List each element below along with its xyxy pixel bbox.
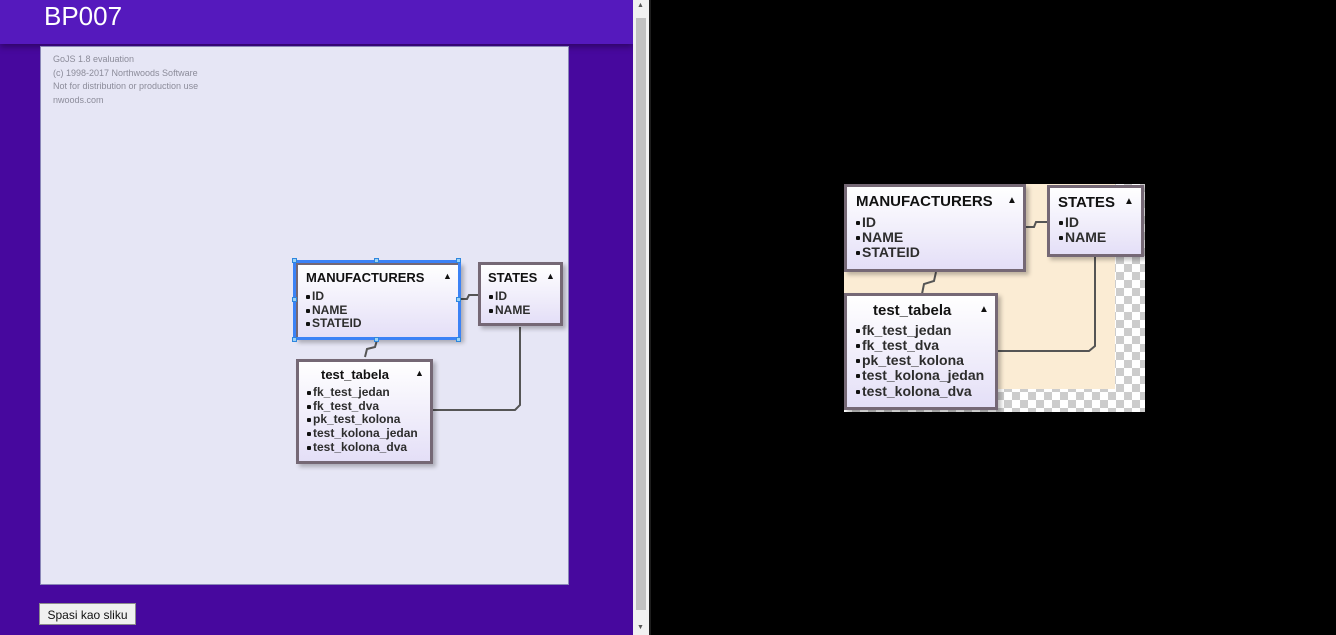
resize-handle[interactable] (456, 337, 461, 342)
link-manufacturers-test-tabela (364, 339, 378, 358)
field-row: pk_test_kolona (307, 412, 400, 426)
field-row: ID (856, 214, 876, 230)
preview-link-manufacturers-test-tabela (921, 271, 937, 295)
table-node-test-tabela[interactable]: test_tabela ▲ fk_test_jedan fk_test_dva … (296, 359, 433, 464)
field-row: fk_test_jedan (307, 385, 390, 399)
triangle-up-icon: ▲ (1007, 195, 1017, 206)
field-row: ID (1059, 214, 1079, 230)
field-row: fk_test_dva (856, 337, 939, 353)
table-title: STATES (1058, 194, 1115, 211)
diagram-image-preview: MANUFACTURERS ▲ ID NAME STATEID STATES ▲… (844, 184, 1145, 412)
preview-link-states-test-tabela (997, 257, 1096, 352)
selection-box (293, 260, 461, 340)
scroll-up-icon[interactable]: ▲ (637, 2, 644, 9)
table-node-manufacturers[interactable]: MANUFACTURERS ▲ ID NAME STATEID (295, 262, 461, 340)
link-manufacturers-states (459, 294, 478, 300)
app-title: BP007 (44, 1, 123, 31)
field-row: STATEID (306, 316, 362, 330)
resize-handle[interactable] (292, 337, 297, 342)
diagram-canvas[interactable]: GoJS 1.8 evaluation (c) 1998-2017 Northw… (40, 46, 569, 585)
watermark-line: nwoods.com (53, 94, 104, 105)
field-row: test_kolona_jedan (307, 426, 418, 440)
field-row: test_kolona_jedan (856, 367, 984, 383)
triangle-up-icon[interactable]: ▲ (443, 271, 452, 281)
field-row: ID (489, 289, 507, 303)
vertical-scrollbar[interactable]: ▲ ▼ (633, 0, 649, 635)
table-node-states[interactable]: STATES ▲ ID NAME (478, 262, 563, 326)
field-row: NAME (489, 303, 530, 317)
field-row: pk_test_kolona (856, 352, 964, 368)
field-row: STATEID (856, 244, 920, 260)
scroll-down-icon[interactable]: ▼ (637, 624, 644, 631)
watermark-line: (c) 1998-2017 Northwoods Software (53, 67, 198, 78)
field-row: NAME (1059, 229, 1106, 245)
resize-handle[interactable] (374, 337, 379, 342)
field-row: test_kolona_dva (307, 440, 407, 454)
resize-handle[interactable] (456, 297, 461, 302)
table-title: MANUFACTURERS (856, 193, 993, 210)
field-row: test_kolona_dva (856, 383, 972, 399)
scrollbar-thumb[interactable] (636, 18, 646, 610)
table-title: MANUFACTURERS (306, 270, 425, 285)
preview-table-node-states: STATES ▲ ID NAME (1047, 185, 1144, 257)
triangle-up-icon[interactable]: ▲ (415, 368, 424, 378)
preview-table-node-manufacturers: MANUFACTURERS ▲ ID NAME STATEID (844, 184, 1026, 272)
field-row: ID (306, 289, 324, 303)
field-row: fk_test_dva (307, 399, 379, 413)
resize-handle[interactable] (374, 258, 379, 263)
field-row: NAME (856, 229, 903, 245)
link-layer (364, 294, 521, 411)
resize-handle[interactable] (456, 258, 461, 263)
preview-link-layer (921, 221, 1096, 352)
table-title: test_tabela (321, 367, 389, 382)
pane-divider (649, 0, 651, 635)
left-panel: BP007 GoJS 1.8 evaluation (c) 1998-2017 … (0, 0, 633, 635)
triangle-up-icon: ▲ (1124, 196, 1134, 207)
link-states-test-tabela (432, 327, 521, 411)
watermark-line: Not for distribution or production use (53, 81, 199, 91)
preview-link-manufacturers-states (1025, 221, 1048, 228)
resize-handle[interactable] (292, 297, 297, 302)
table-title: STATES (488, 270, 538, 285)
preview-table-node-test-tabela: test_tabela ▲ fk_test_jedan fk_test_dva … (844, 293, 998, 410)
table-title: test_tabela (873, 302, 952, 319)
app-header: BP007 (0, 0, 633, 44)
watermark-line: GoJS 1.8 evaluation (53, 54, 135, 64)
field-row: NAME (306, 303, 347, 317)
watermark: GoJS 1.8 evaluation (c) 1998-2017 Northw… (53, 53, 198, 107)
save-as-image-button[interactable]: Spasi kao sliku (39, 603, 136, 625)
triangle-up-icon: ▲ (979, 304, 989, 315)
resize-handle[interactable] (292, 258, 297, 263)
field-row: fk_test_jedan (856, 322, 951, 338)
triangle-up-icon[interactable]: ▲ (546, 271, 555, 281)
